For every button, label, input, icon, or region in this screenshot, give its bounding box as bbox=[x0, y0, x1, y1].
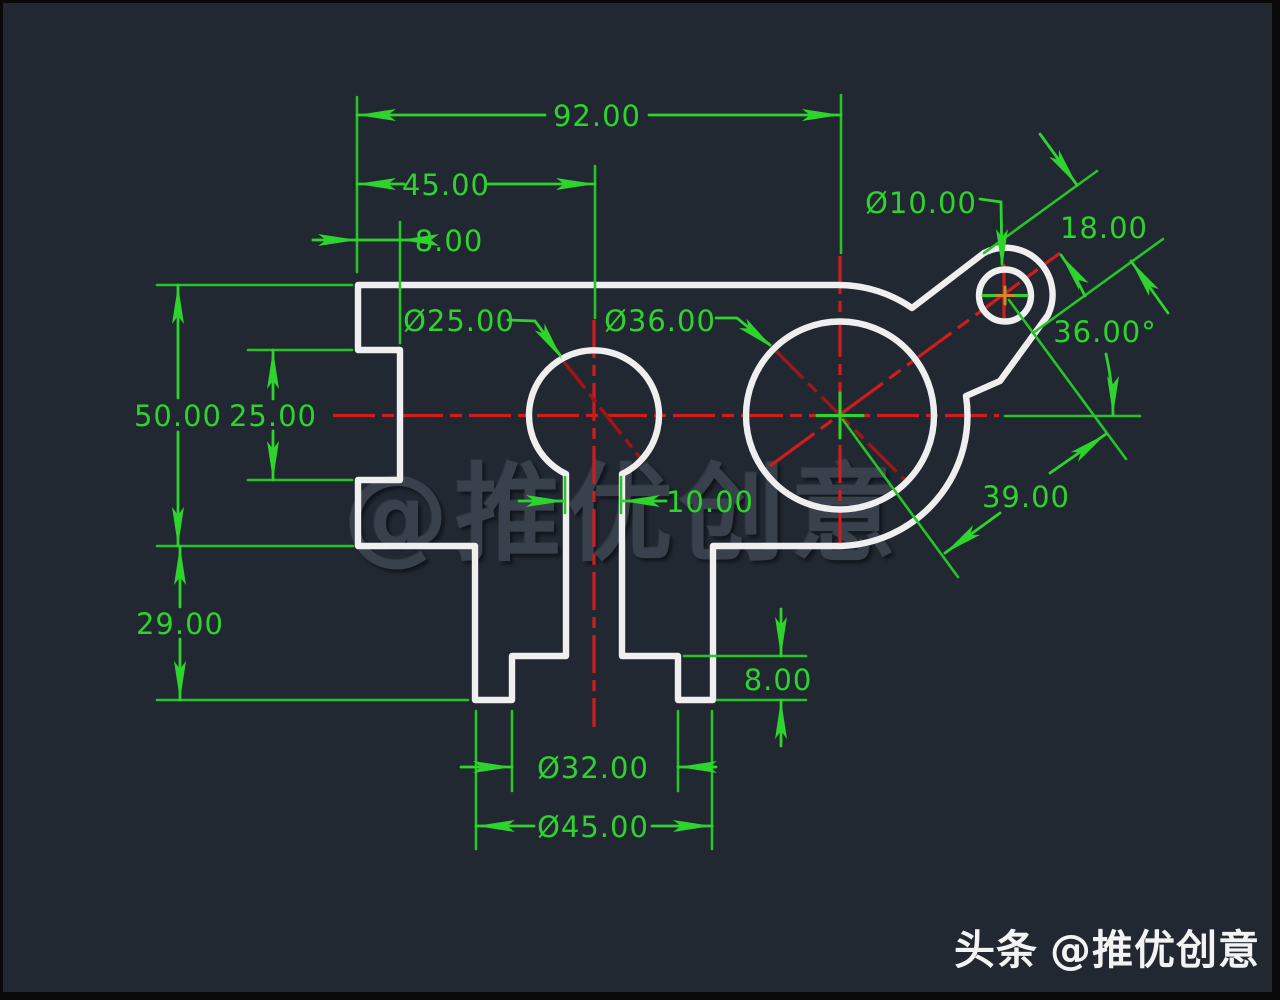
dim-foot-step: 8.00 bbox=[744, 663, 813, 697]
dim-slot-width: 10.00 bbox=[666, 485, 754, 519]
brand-badge: 头条 bbox=[954, 926, 1038, 974]
dim-lug-angle: 36.00° bbox=[1053, 315, 1157, 349]
cad-drawing-svg: 92.00 45.00 8.00 Ø10.00 18.00 36.00° Ø25… bbox=[134, 93, 1170, 851]
extension-lines bbox=[155, 93, 1165, 851]
radial-keyhole bbox=[562, 360, 643, 461]
drawing-canvas: @推优创意 bbox=[3, 3, 1272, 992]
center-marks bbox=[815, 285, 1029, 440]
dim-keyhole: Ø25.00 bbox=[403, 304, 515, 338]
dim-small-hole: Ø10.00 bbox=[865, 186, 977, 220]
part-outer-profile bbox=[354, 244, 1056, 704]
dimension-texts: 92.00 45.00 8.00 Ø10.00 18.00 36.00° Ø25… bbox=[134, 99, 1157, 844]
dim-big-hole: Ø36.00 bbox=[604, 304, 716, 338]
watermark-brand: 头条@推优创意 bbox=[954, 916, 1260, 976]
small-hole-circle bbox=[975, 266, 1035, 325]
dim-lug-width: 18.00 bbox=[1060, 211, 1148, 245]
dim-total-width: 92.00 bbox=[553, 99, 641, 133]
brand-handle: @推优创意 bbox=[1050, 926, 1260, 974]
dim-feet-inner: Ø32.00 bbox=[537, 751, 649, 785]
dim-left-to-slot: 45.00 bbox=[402, 168, 490, 202]
dim-leg-height: 29.00 bbox=[136, 607, 224, 641]
dim-notch-depth: 8.00 bbox=[415, 224, 484, 258]
dim-left-height: 50.00 bbox=[134, 399, 222, 433]
dim-notch-height: 25.00 bbox=[229, 399, 317, 433]
dim-center-distance: 39.00 bbox=[982, 480, 1070, 514]
dimension-lines bbox=[172, 109, 1170, 832]
dim-feet-outer: Ø45.00 bbox=[537, 810, 649, 844]
big-hole-circle bbox=[742, 318, 938, 513]
part-outline bbox=[354, 244, 1056, 704]
